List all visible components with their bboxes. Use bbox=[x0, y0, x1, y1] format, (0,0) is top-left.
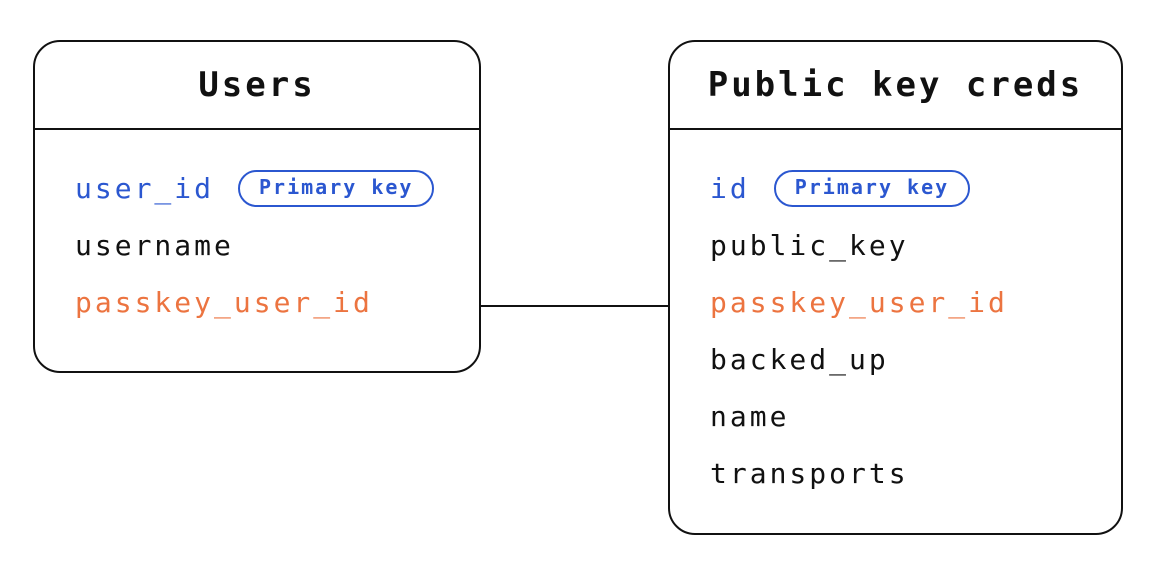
field-row: backed_up bbox=[710, 331, 1121, 388]
field-name: passkey_user_id bbox=[710, 286, 1008, 319]
table-title: Users bbox=[198, 65, 316, 105]
field-name: user_id bbox=[75, 172, 215, 205]
table-header: Users bbox=[35, 42, 479, 130]
field-name: transports bbox=[710, 457, 909, 490]
primary-key-badge: Primary key bbox=[773, 170, 971, 207]
field-row: name bbox=[710, 388, 1121, 445]
field-row: id Primary key bbox=[710, 160, 1121, 217]
field-row: public_key bbox=[710, 217, 1121, 274]
field-row: username bbox=[75, 217, 479, 274]
field-row: passkey_user_id bbox=[710, 274, 1121, 331]
field-name: name bbox=[710, 400, 790, 433]
field-row: transports bbox=[710, 445, 1121, 502]
field-name: public_key bbox=[710, 229, 909, 262]
field-name: username bbox=[75, 229, 234, 262]
relation-line bbox=[481, 305, 668, 307]
field-name: passkey_user_id bbox=[75, 286, 373, 319]
table-public-key-creds: Public key creds id Primary key public_key… bbox=[668, 40, 1123, 535]
table-title: Public key creds bbox=[707, 65, 1084, 105]
table-header: Public key creds bbox=[670, 42, 1121, 130]
primary-key-badge: Primary key bbox=[238, 170, 435, 207]
field-name: id bbox=[710, 172, 750, 205]
field-row: passkey_user_id bbox=[75, 274, 479, 331]
field-name: backed_up bbox=[710, 343, 889, 376]
field-row: user_id Primary key bbox=[75, 160, 479, 217]
